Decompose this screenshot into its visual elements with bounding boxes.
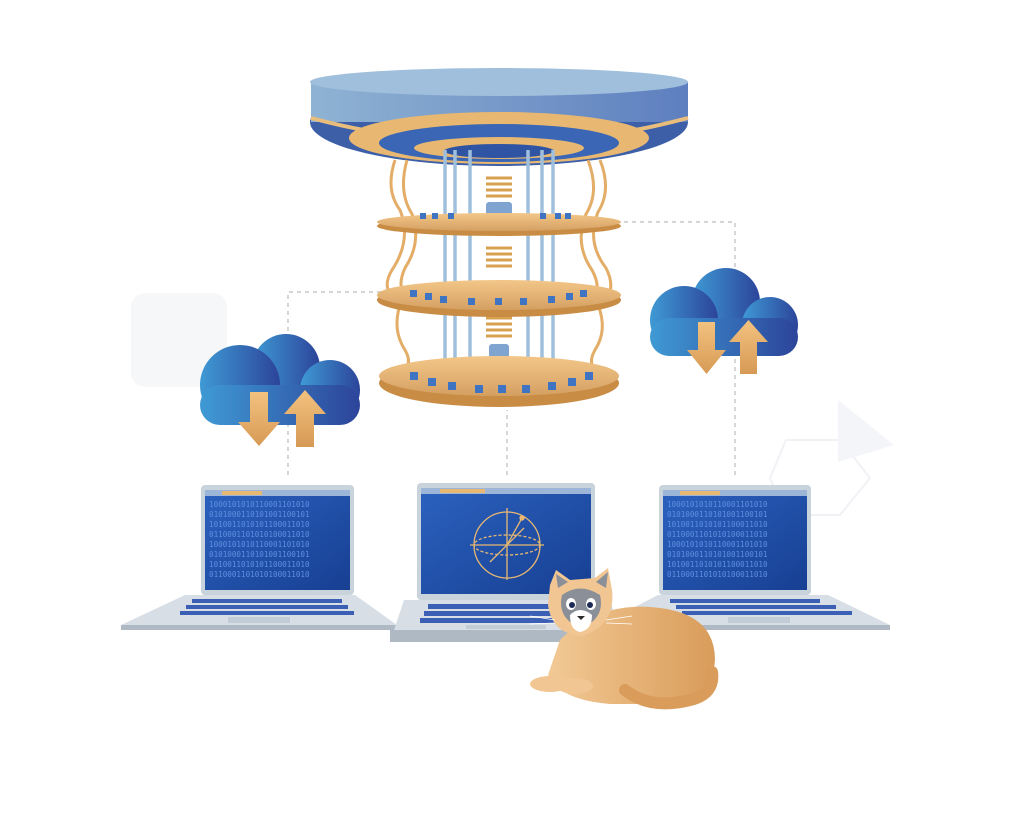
binary-line: 1010011010101100011010 xyxy=(667,560,768,569)
binary-line: 0101000110101001100101 xyxy=(209,550,310,559)
laptop-icon: 1000101010110001101010 01010001101010011… xyxy=(121,485,397,630)
line-right-to-processor xyxy=(620,221,736,475)
quantum-chandelier-icon xyxy=(310,68,689,407)
laptop-icon: 1000101010110001101010 01010001101010011… xyxy=(600,485,890,630)
laptop-icon xyxy=(390,483,624,642)
connection-lines xyxy=(287,221,736,475)
binary-text-right: 1000101010110001101010 01010001101010011… xyxy=(667,500,768,579)
binary-line: 1000101010110001101010 xyxy=(667,500,768,509)
binary-line: 0101000110101001100101 xyxy=(667,550,768,559)
cloud-icon xyxy=(200,334,360,447)
binary-line: 1000101010110001101010 xyxy=(209,540,310,549)
binary-line: 1000101010110001101010 xyxy=(667,540,768,549)
cloud-icon xyxy=(650,268,798,374)
binary-line: 0110001101010100011010 xyxy=(667,570,768,579)
binary-line: 1010011010101100011010 xyxy=(209,560,310,569)
binary-line: 0101000110101001100101 xyxy=(667,510,768,519)
binary-line: 0110001101010100011010 xyxy=(667,530,768,539)
download-arrow-icon xyxy=(238,392,280,446)
upload-arrow-icon xyxy=(284,390,326,447)
binary-line: 0110001101010100011010 xyxy=(209,530,310,539)
binary-text-left: 1000101010110001101010 01010001101010011… xyxy=(209,500,310,579)
cat-icon xyxy=(529,568,719,710)
upload-arrow-icon xyxy=(729,320,768,374)
binary-line: 0110001101010100011010 xyxy=(209,570,310,579)
bg-rounded-square xyxy=(131,293,227,387)
bg-triangle xyxy=(838,400,894,462)
binary-line: 1000101010110001101010 xyxy=(209,500,310,509)
binary-line: 1010011010101100011010 xyxy=(209,520,310,529)
binary-line: 1010011010101100011010 xyxy=(667,520,768,529)
download-arrow-icon xyxy=(687,322,726,374)
binary-line: 0101000110101001100101 xyxy=(209,510,310,519)
bloch-sphere-icon xyxy=(470,508,544,580)
